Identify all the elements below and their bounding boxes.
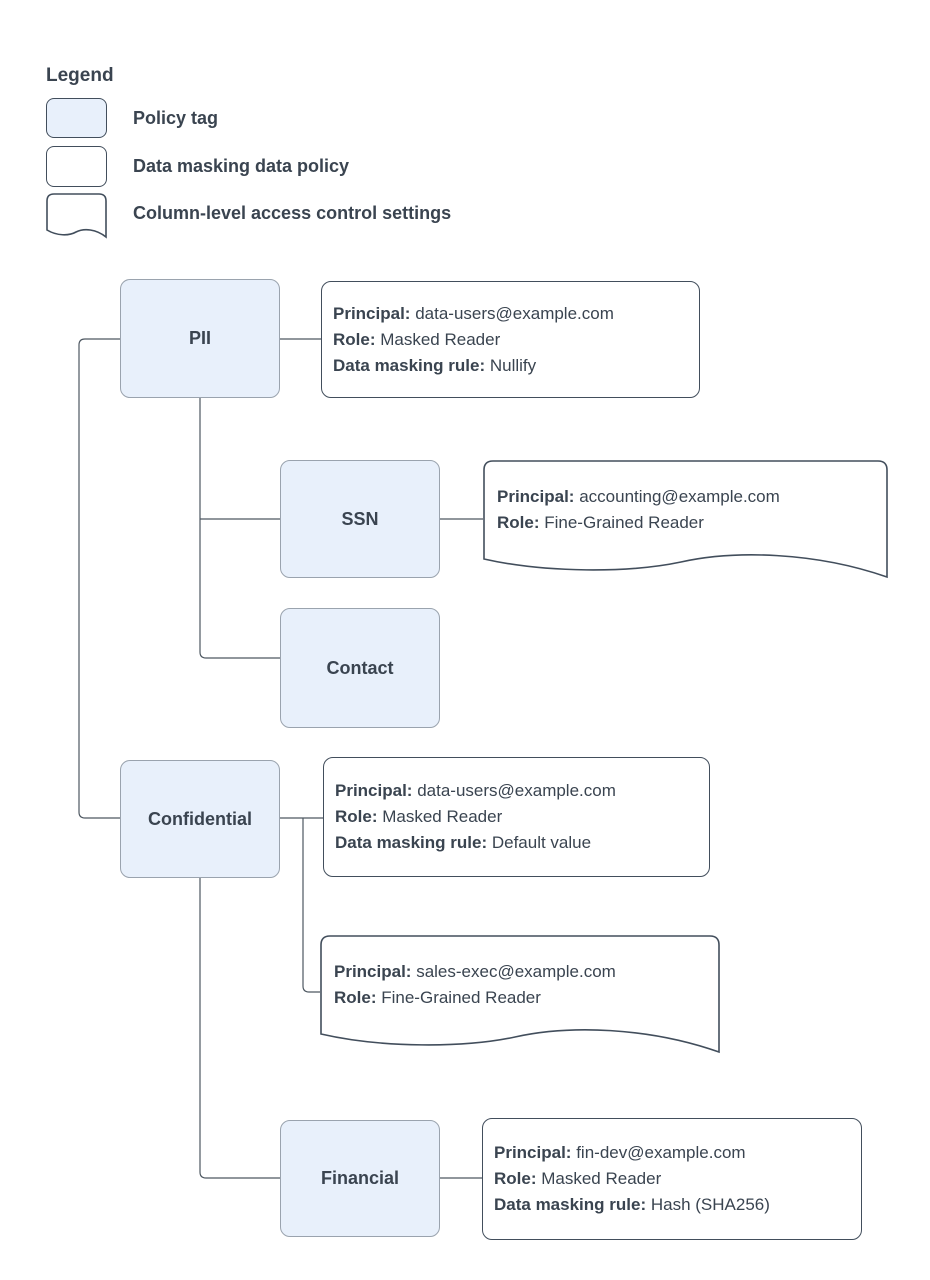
connector-pii-to-contact xyxy=(199,398,280,659)
document-shape xyxy=(320,935,720,1054)
policy-tag-node-pii: PII xyxy=(120,279,280,398)
policy-tag-label: Financial xyxy=(320,1168,400,1188)
policy-tag-node-contact: Contact xyxy=(280,608,440,728)
policy-line: Principal: fin-dev@example.com xyxy=(494,1143,746,1162)
policy-line: Role: Fine-Grained Reader xyxy=(497,513,704,532)
masking-policy-box-pii: Principal: data-users@example.com Role: … xyxy=(321,281,700,398)
acl-document-ssn: Principal: accounting@example.com Role: … xyxy=(483,460,888,584)
connector-confidential-to-acl-doc xyxy=(302,818,320,993)
legend-swatch-data-masking-policy xyxy=(46,146,107,187)
legend-label-data-masking-policy: Data masking data policy xyxy=(133,156,350,176)
connector-confidential-to-financial xyxy=(199,878,280,1179)
policy-line: Principal: accounting@example.com xyxy=(497,487,780,506)
masking-policy-box-financial: Principal: fin-dev@example.com Role: Mas… xyxy=(482,1118,862,1240)
policy-tag-node-confidential: Confidential xyxy=(120,760,280,878)
policy-line: Data masking rule: Default value xyxy=(335,833,592,852)
policy-line: Role: Masked Reader xyxy=(335,807,503,826)
legend-label-policy-tag: Policy tag xyxy=(133,108,219,128)
policy-line: Principal: data-users@example.com xyxy=(335,781,616,800)
policy-line: Role: Masked Reader xyxy=(333,329,501,349)
policy-line: Data masking rule: Nullify xyxy=(333,355,537,375)
acl-document-confidential: Principal: sales-exec@example.com Role: … xyxy=(320,935,720,1059)
policy-line: Role: Masked Reader xyxy=(494,1169,662,1188)
legend-swatch-acl-document-icon xyxy=(46,193,107,239)
document-shape xyxy=(483,460,888,579)
policy-line: Role: Fine-Grained Reader xyxy=(334,988,541,1007)
masking-policy-box-confidential: Principal: data-users@example.com Role: … xyxy=(323,757,710,877)
legend-label-column-level-acl: Column-level access control settings xyxy=(133,203,452,223)
policy-tag-label: Contact xyxy=(326,657,394,678)
policy-line: Principal: sales-exec@example.com xyxy=(334,962,616,981)
legend-swatch-policy-tag xyxy=(46,98,107,138)
legend-title: Legend xyxy=(46,65,114,86)
policy-tag-label: PII xyxy=(188,328,211,348)
policy-line: Principal: data-users@example.com xyxy=(333,303,614,323)
policy-line: Data masking rule: Hash (SHA256) xyxy=(494,1195,770,1214)
policy-tag-node-ssn: SSN xyxy=(280,460,440,578)
connector-pii-confidential-bracket xyxy=(78,338,120,819)
policy-tag-label: Confidential xyxy=(148,808,252,829)
policy-tag-node-financial: Financial xyxy=(280,1120,440,1237)
policy-tag-label: SSN xyxy=(341,508,379,529)
